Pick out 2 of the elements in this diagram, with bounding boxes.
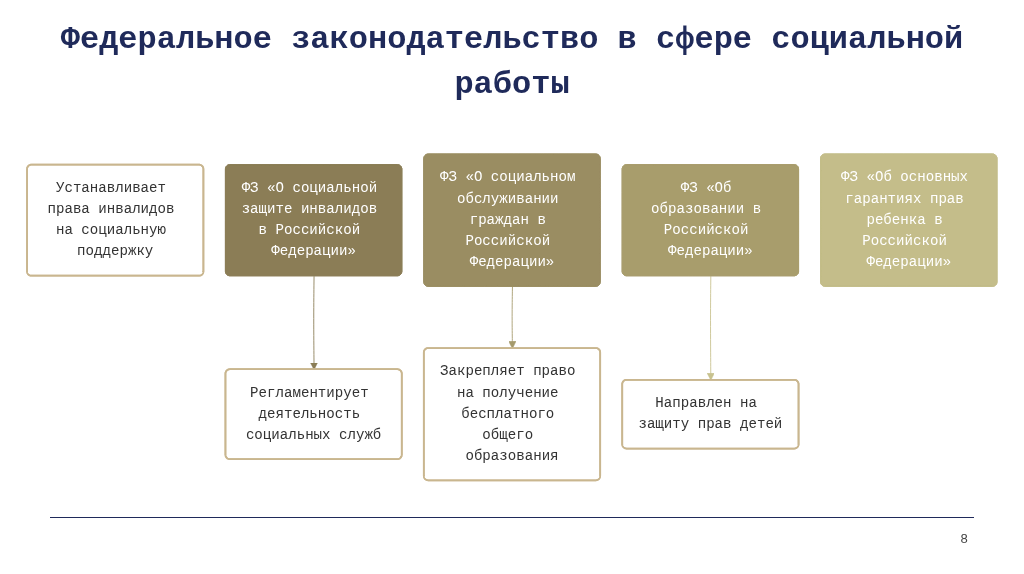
page-number: 8 <box>960 532 968 547</box>
slide-title: Федеральное законодательство в сфере социальной работы <box>59 20 965 105</box>
